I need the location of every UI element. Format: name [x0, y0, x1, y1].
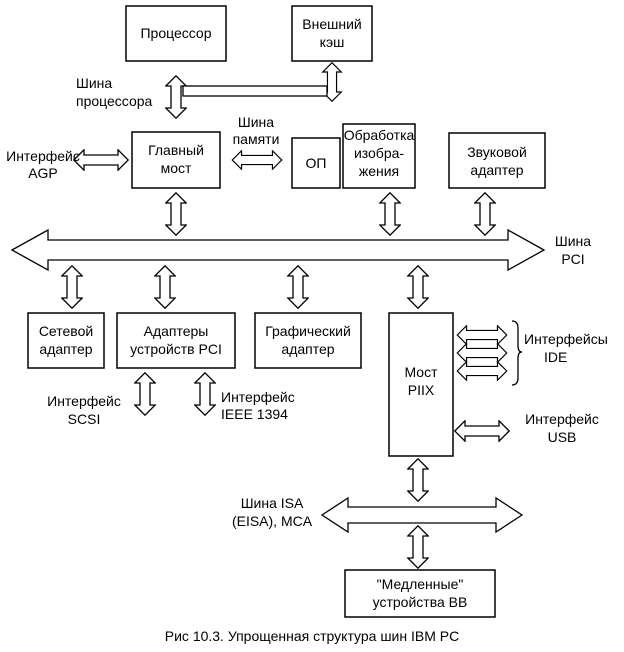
- sound-adapter-pci-arrow: [474, 192, 496, 236]
- scsi-interface-label-line1: Интерфейс: [47, 393, 121, 409]
- main-bridge-block: Главный мост: [131, 131, 221, 189]
- pci-device-adapters-pci-arrow: [154, 265, 176, 309]
- pci-bus-label-line1: Шина: [555, 233, 591, 249]
- image-processing-block: Обработка изобра- жения: [342, 123, 416, 189]
- ieee1394-interface-label-line1: Интерфейс: [221, 389, 295, 405]
- external-cache-label-line2: кэш: [320, 34, 345, 50]
- pci-device-adapters-block: Адаптеры устройств PCI: [116, 312, 236, 369]
- graphics-adapter-pci-arrow: [287, 265, 309, 309]
- isa-slow-devices-arrow: [407, 525, 429, 569]
- pci-bus-label-line2: PCI: [561, 251, 584, 267]
- agp-interface-arrow: [73, 149, 129, 171]
- agp-interface-label-line2: AGP: [28, 165, 58, 181]
- piix-isa-arrow: [407, 458, 429, 502]
- network-adapter-label-line2: адаптер: [39, 341, 92, 357]
- ide-interface-arrow-2: [456, 343, 508, 363]
- memory-bus-arrow: [231, 150, 283, 170]
- pci-device-adapters-label-line1: Адаптеры: [144, 323, 209, 339]
- piix-bridge-pci-arrow: [407, 265, 429, 309]
- processor-bus-arrow: [165, 74, 187, 120]
- sound-adapter-label-line2: адаптер: [470, 162, 523, 178]
- image-processing-pci-arrow: [379, 192, 401, 236]
- ide-interfaces-bracket: [511, 320, 523, 386]
- image-processing-label-line3: жения: [359, 163, 399, 179]
- ide-interface-arrow-1: [456, 325, 508, 345]
- processor-label: Процессор: [140, 25, 211, 41]
- network-adapter-label-line1: Сетевой: [39, 323, 93, 339]
- isa-bus-arrow: [320, 496, 524, 534]
- piix-bridge-label-line1: Мост: [404, 364, 438, 380]
- sound-adapter-block: Звуковой адаптер: [448, 132, 546, 189]
- ram-label: ОП: [306, 155, 327, 171]
- slow-io-devices-block: "Медленные" устройства ВВ: [344, 569, 496, 618]
- pci-bus-arrow: [10, 228, 546, 272]
- processor-cache-link: [182, 85, 328, 97]
- pci-device-adapters-label-line2: устройств PCI: [130, 341, 222, 357]
- graphics-adapter-block: Графический адаптер: [254, 312, 362, 369]
- external-cache-label-line1: Внешний: [302, 16, 361, 32]
- main-bridge-pci-arrow: [165, 192, 187, 236]
- piix-bridge-block: Мост PIIX: [388, 312, 454, 457]
- usb-interface-arrow: [454, 420, 510, 442]
- image-processing-label-line2: изобра-: [354, 145, 404, 161]
- slow-io-devices-label-line2: устройства ВВ: [373, 594, 468, 610]
- processor-bus-label-line2: процессора: [76, 93, 153, 109]
- slow-io-devices-label-line1: "Медленные": [377, 576, 464, 592]
- figure-caption: Рис 10.3. Упрощенная структура шин IBM P…: [165, 628, 459, 644]
- sound-adapter-label-line1: Звуковой: [467, 144, 527, 160]
- scsi-interface-label-line2: SCSI: [68, 411, 101, 427]
- graphics-adapter-label-line2: адаптер: [281, 341, 334, 357]
- main-bridge-label-line1: Главный: [148, 142, 204, 158]
- network-adapter-block: Сетевой адаптер: [27, 312, 105, 369]
- network-adapter-pci-arrow: [61, 265, 83, 309]
- ieee1394-interface-label-line2: IEEE 1394: [221, 406, 288, 422]
- main-bridge-label-line2: мост: [161, 160, 192, 176]
- ram-block: ОП: [291, 137, 341, 189]
- image-processing-label-line1: Обработка: [344, 127, 415, 143]
- processor-bus-label-line1: Шина: [76, 75, 112, 91]
- graphics-adapter-label-line1: Графический: [265, 323, 351, 339]
- usb-interface-label-line1: Интерфейс: [525, 411, 599, 427]
- external-cache-block: Внешний кэш: [291, 5, 373, 62]
- isa-bus-label-line2: (EISA), MCA: [232, 513, 313, 529]
- ide-interfaces-label-line2: IDE: [544, 349, 567, 365]
- agp-interface-label-line1: Интерфейс: [6, 148, 80, 164]
- usb-interface-label-line2: USB: [548, 429, 577, 445]
- memory-bus-label-line1: Шина: [238, 114, 274, 130]
- scsi-interface-arrow: [134, 372, 156, 416]
- memory-bus-label-line2: памяти: [233, 131, 280, 147]
- piix-bridge-label-line2: PIIX: [408, 382, 435, 398]
- isa-bus-label-line1: Шина ISA: [241, 495, 304, 511]
- ide-interfaces-label-line1: Интерфейсы: [524, 331, 608, 347]
- ieee1394-interface-arrow: [194, 372, 216, 416]
- ide-interface-arrow-3: [456, 361, 508, 381]
- processor-block: Процессор: [125, 5, 227, 62]
